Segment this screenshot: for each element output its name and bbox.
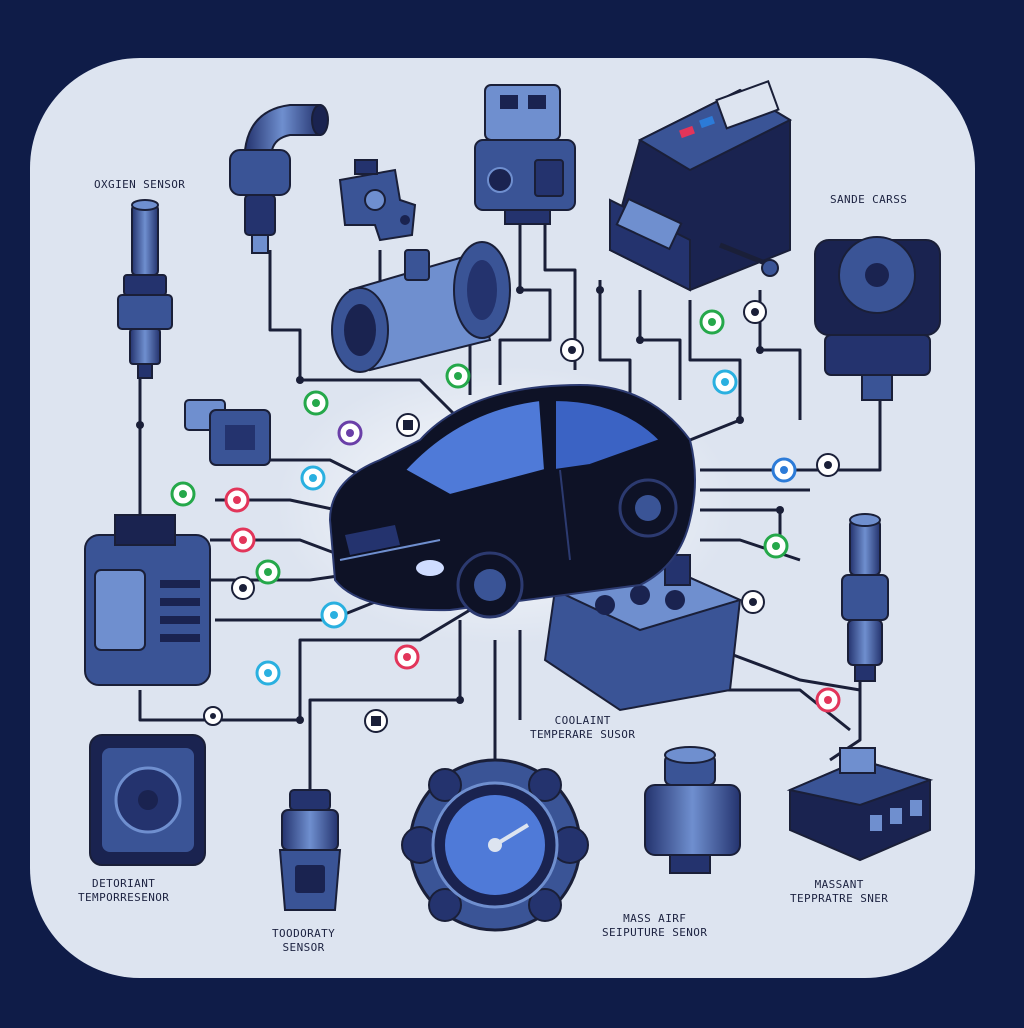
- throttle-sensor: [338, 159, 417, 242]
- wire: [543, 215, 577, 370]
- wire: [719, 648, 861, 692]
- oxygen-sensor: [117, 199, 173, 379]
- badges: [170, 300, 841, 733]
- wire: [720, 688, 851, 732]
- wire: [138, 608, 471, 722]
- fuel-icon: [300, 465, 326, 491]
- link-icon: [771, 457, 797, 483]
- label-sande-cars: SANDE CARSS: [830, 193, 908, 206]
- junction-dot: [596, 286, 604, 294]
- pipe-sensor: [841, 513, 889, 682]
- junction-dot: [736, 416, 744, 424]
- power-icon: [699, 309, 725, 335]
- car-illustration: [328, 383, 696, 619]
- link-icon: [255, 660, 281, 686]
- signal-icon: [712, 369, 738, 395]
- junction-dot: [516, 286, 524, 294]
- ecu-module: [608, 80, 793, 292]
- gear-icon: [337, 420, 363, 446]
- wire: [688, 300, 742, 442]
- tool-icon: [303, 390, 329, 416]
- junction-dot: [296, 716, 304, 724]
- wire: [308, 620, 462, 790]
- chip-icon: [396, 413, 420, 437]
- check-icon: [170, 481, 196, 507]
- battery-icon: [816, 453, 840, 477]
- wire: [268, 250, 457, 417]
- cylinder-sensor: [644, 746, 741, 874]
- thermo-icon: [815, 687, 841, 713]
- manifold-sensor: [786, 747, 934, 862]
- small-connector: [184, 399, 271, 466]
- signal-icon: [320, 601, 348, 629]
- plug-icon: [445, 363, 471, 389]
- tool-icon: [231, 576, 255, 600]
- info-icon: [224, 487, 250, 513]
- square-sensor: [89, 734, 206, 866]
- wire: [638, 290, 682, 400]
- gauge-icon: [560, 338, 584, 362]
- junction-dot: [776, 506, 784, 514]
- relay-box: [84, 514, 211, 686]
- gear-icon: [203, 706, 223, 726]
- gauge-sensor: [401, 758, 589, 932]
- junction-dot: [456, 696, 464, 704]
- elbow-sensor: [229, 104, 329, 254]
- wire: [598, 280, 632, 395]
- junction-dot: [296, 376, 304, 384]
- thermo-icon: [230, 527, 256, 553]
- knock-sensor: [814, 236, 941, 401]
- wire: [498, 220, 552, 385]
- wire-junctions: [136, 286, 784, 724]
- label-oxygen-sensor: OXGIEN SENSOR: [94, 178, 186, 191]
- lock-icon: [255, 559, 281, 585]
- chip-icon: [364, 709, 388, 733]
- wrench-icon: [743, 300, 767, 324]
- junction-dot: [756, 346, 764, 354]
- junction-dot: [136, 421, 144, 429]
- check-icon: [763, 533, 789, 559]
- junction-dot: [636, 336, 644, 344]
- relay-connector: [474, 84, 576, 225]
- wrench-icon: [741, 590, 765, 614]
- maf-housing: [331, 241, 511, 373]
- info-icon: [394, 644, 420, 670]
- probe-sensor: [278, 789, 342, 911]
